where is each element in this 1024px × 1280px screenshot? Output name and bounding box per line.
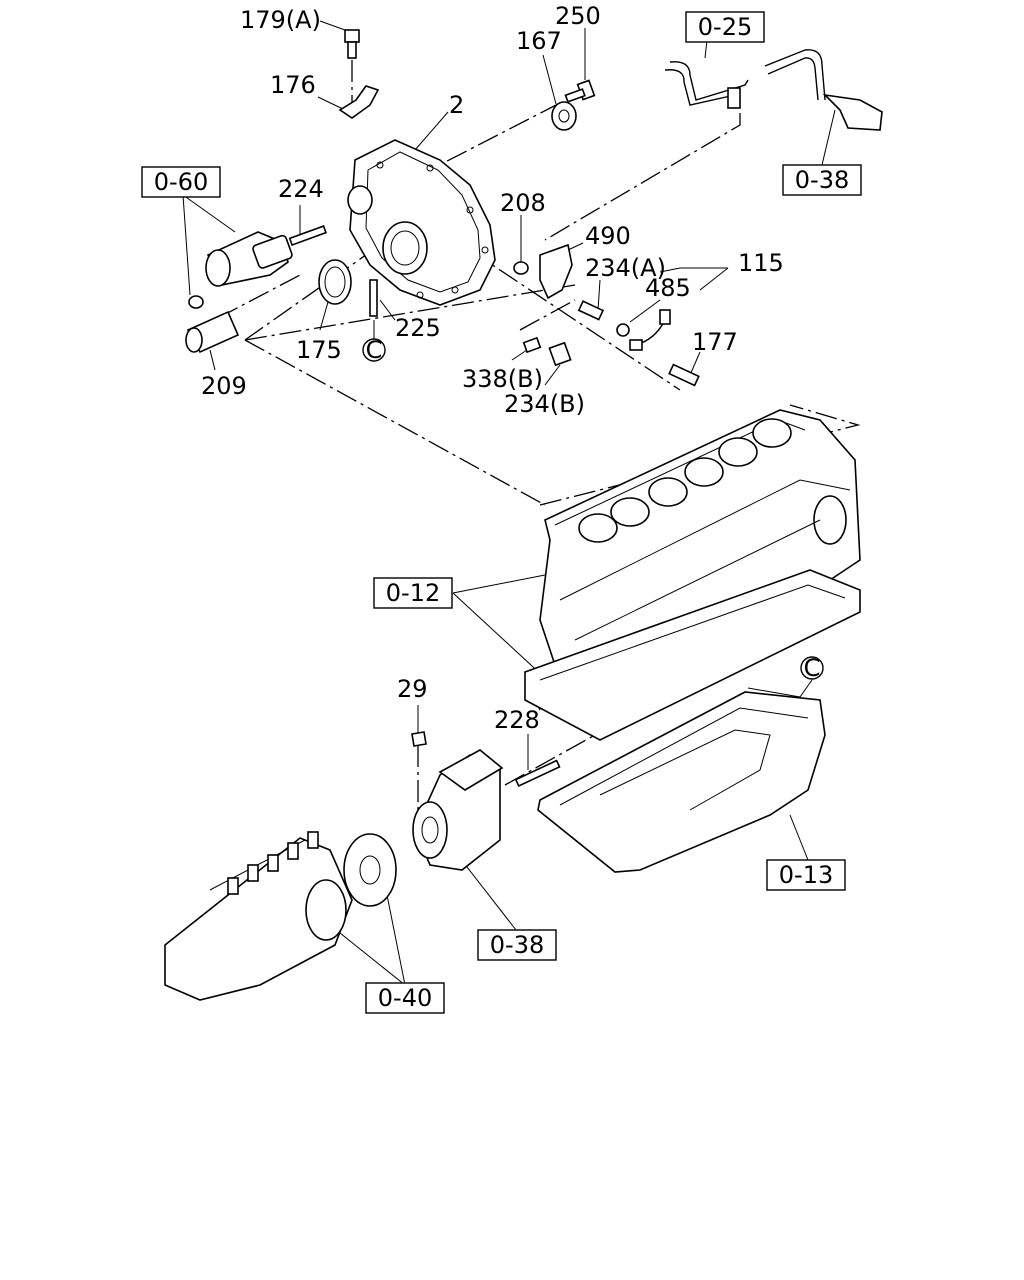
label-485: 485	[645, 274, 691, 302]
stud-224	[288, 225, 327, 247]
label-250: 250	[555, 2, 601, 30]
label-224: 224	[278, 175, 324, 203]
oil-pan	[537, 691, 826, 873]
ref-0-60-text: 0-60	[154, 168, 208, 196]
bracket-490	[539, 243, 573, 300]
seal-175	[318, 259, 352, 305]
centerline-pipe	[544, 113, 741, 241]
label-167: 167	[516, 27, 562, 55]
label-234b: 234(B)	[504, 390, 585, 418]
nut-0-60	[188, 295, 204, 309]
centerline-seal	[244, 244, 381, 341]
label-490: 490	[585, 222, 631, 250]
lower-crankcase	[524, 569, 861, 741]
label-115: 115	[738, 249, 784, 277]
centerline-cover-left	[244, 284, 576, 341]
cylinder-block	[539, 409, 861, 686]
label-2: 2	[449, 91, 464, 119]
ref-box-0-25: 0-25	[685, 11, 765, 43]
bolt-234b	[548, 341, 572, 367]
bracket-176	[338, 85, 380, 119]
sensor-485	[616, 309, 671, 351]
bolt-179a	[344, 29, 360, 59]
centerline-228	[504, 734, 596, 786]
circle-marker-c-lower: C	[800, 654, 824, 682]
key-29	[411, 731, 427, 747]
centerline-bolt-177	[469, 249, 681, 391]
ref-box-0-13: 0-13	[766, 859, 846, 891]
ref-box-0-38-top: 0-38	[782, 164, 862, 196]
circle-c-text: C	[804, 654, 821, 682]
pump-coupling	[343, 833, 397, 907]
bracket-0-38-top	[822, 93, 883, 131]
label-177: 177	[692, 328, 738, 356]
ref-0-13-text: 0-13	[779, 861, 833, 889]
label-176: 176	[270, 71, 316, 99]
label-29: 29	[397, 675, 428, 703]
centerline-209	[217, 274, 301, 319]
washer-338b	[522, 336, 542, 354]
ref-box-0-38-bottom: 0-38	[477, 929, 557, 961]
label-175: 175	[296, 336, 342, 364]
ref-0-40-text: 0-40	[378, 984, 432, 1012]
stud-225	[369, 279, 378, 317]
label-179a: 179(A)	[240, 6, 321, 34]
ref-0-38-top-text: 0-38	[795, 166, 849, 194]
gasket-167	[551, 101, 577, 131]
thermostat-housing	[205, 231, 293, 287]
label-225: 225	[395, 314, 441, 342]
front-cover-2	[347, 139, 496, 306]
ref-0-38-bottom-text: 0-38	[490, 931, 544, 959]
sleeve-209	[185, 310, 240, 354]
ref-box-0-40: 0-40	[365, 982, 445, 1014]
circle-marker-c-upper: C	[362, 336, 386, 364]
circle-c-text: C	[366, 336, 383, 364]
centerline-234b	[519, 299, 576, 331]
ref-box-0-12: 0-12	[373, 577, 453, 609]
label-338b: 338(B)	[462, 365, 543, 393]
air-compressor	[412, 749, 504, 871]
bolt-177	[668, 363, 700, 387]
stud-228	[514, 759, 561, 787]
label-208: 208	[500, 189, 546, 217]
centerline-cover-to-block	[244, 339, 546, 506]
nut-208	[513, 261, 529, 275]
label-228: 228	[494, 706, 540, 734]
bolt-234a	[577, 300, 605, 321]
centerline-167	[419, 102, 561, 176]
part-labels: 179(A) 250 167 176 2 224 208 490 234(A) …	[201, 2, 784, 734]
ref-0-25-text: 0-25	[698, 13, 752, 41]
ref-box-0-60: 0-60	[141, 166, 221, 198]
label-209: 209	[201, 372, 247, 400]
injection-pump	[164, 831, 353, 1001]
ref-0-12-text: 0-12	[386, 579, 440, 607]
pipe-0-25	[664, 49, 826, 109]
bolt-250	[564, 79, 596, 103]
label-234a: 234(A)	[585, 254, 666, 282]
